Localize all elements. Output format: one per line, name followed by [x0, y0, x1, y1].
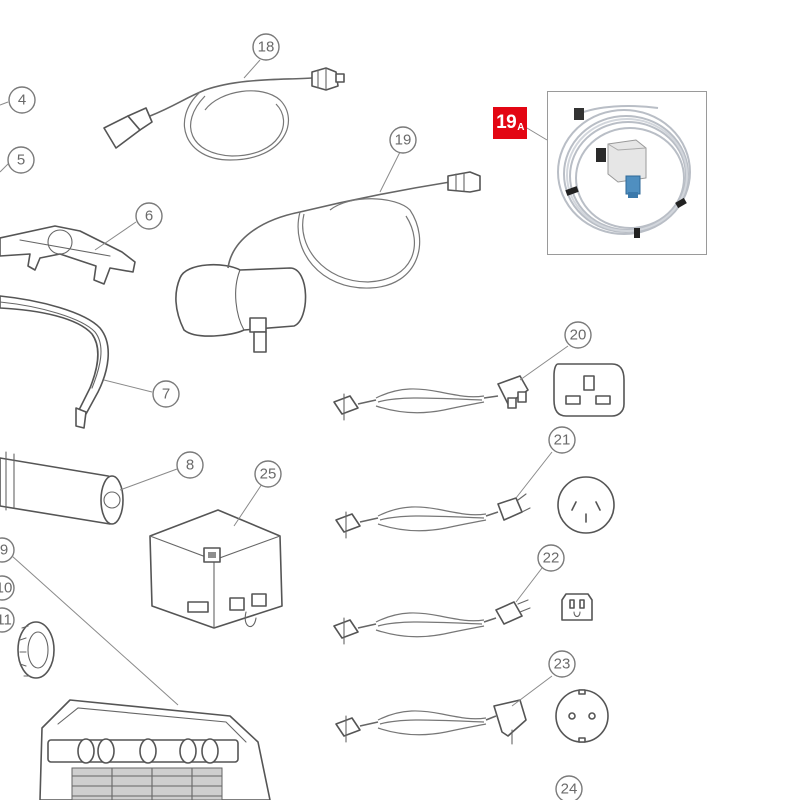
partial-callouts: 9 10 11: [0, 537, 179, 706]
callout-19-label: 19: [395, 132, 412, 149]
part-4-callout: 4: [0, 86, 36, 114]
callout-8-label: 8: [186, 457, 194, 474]
callout-21-label: 21: [554, 432, 571, 449]
part-19a-photo-image: [557, 105, 691, 238]
part-25-power-box: 25: [149, 460, 283, 629]
part-5-callout: 5: [0, 146, 35, 174]
part-8-roller: 8: [0, 451, 204, 525]
callout-20-label: 20: [570, 327, 587, 344]
part-6-bracket: 6: [0, 202, 163, 285]
part-22-us-cable: 22: [333, 544, 593, 645]
callout-10-label: 10: [0, 580, 12, 597]
highlight-leader: [526, 127, 548, 141]
part-24-callout: 24: [555, 775, 583, 800]
part-18-cable: 18: [103, 33, 345, 161]
callout-18-label: 18: [258, 39, 275, 56]
part-7-handle: 7: [0, 295, 180, 429]
robot-body: [39, 699, 271, 800]
callout-9-label: 9: [0, 542, 8, 559]
callout-23-label: 23: [554, 656, 571, 673]
part-21-au-cable: 21: [335, 426, 615, 539]
part-20-uk-cable: 20: [333, 321, 625, 421]
part-19a-photo: [547, 91, 707, 255]
callout-7-label: 7: [162, 386, 170, 403]
callout-5-label: 5: [17, 152, 25, 169]
part-19-cable: 19: [175, 126, 481, 353]
callout-11-label: 11: [0, 612, 12, 629]
part-11-gear: [17, 621, 55, 679]
callout-4-label: 4: [18, 92, 26, 109]
highlight-suffix: A: [517, 121, 524, 133]
callout-6-label: 6: [145, 208, 153, 225]
callout-24-label: 24: [561, 781, 578, 798]
highlight-number: 19: [496, 112, 517, 133]
part-23-eu-cable: 23: [335, 650, 609, 745]
callout-22-label: 22: [543, 550, 560, 567]
callout-25-label: 25: [260, 466, 277, 483]
